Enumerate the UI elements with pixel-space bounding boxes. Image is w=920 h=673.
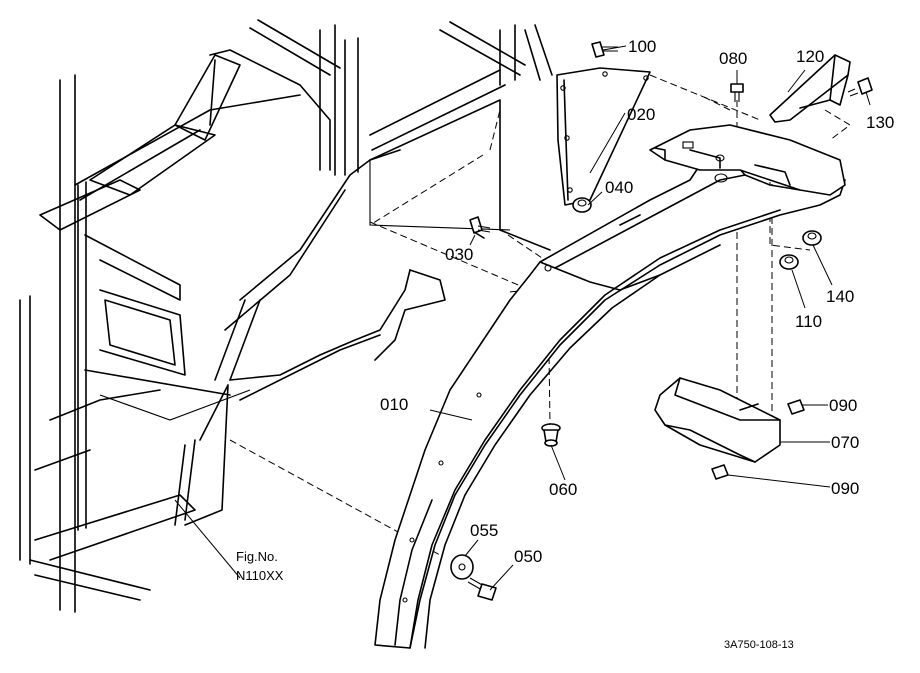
part-060-clip	[541, 423, 561, 447]
label-060: 060	[549, 480, 577, 499]
tractor-frame-background	[19, 19, 553, 613]
part-090-clip-nut-lower	[711, 464, 729, 480]
label-090-lower: 090	[831, 479, 859, 498]
part-080-bolt	[730, 83, 744, 102]
part-030-bolt	[469, 216, 491, 239]
label-120: 120	[796, 47, 824, 66]
label-020: 020	[627, 105, 655, 124]
label-010: 010	[380, 395, 408, 414]
label-070: 070	[831, 433, 859, 452]
label-040: 040	[605, 178, 633, 197]
leader-lines	[174, 45, 871, 591]
label-050: 050	[514, 547, 542, 566]
part-070-bracket	[654, 377, 781, 463]
part-labels: 100 020 040 030 080 120 130 140 110 010 …	[380, 37, 894, 566]
part-010-fender	[374, 124, 846, 649]
label-100: 100	[628, 37, 656, 56]
part-130-bolt	[847, 77, 873, 97]
part-090-clip-nut-upper	[787, 399, 805, 415]
part-050-bolt	[467, 577, 497, 601]
part-120-bracket	[769, 54, 851, 123]
label-055: 055	[470, 521, 498, 540]
label-090-upper: 090	[829, 396, 857, 415]
part-110-nut	[779, 254, 799, 270]
part-040-nut	[572, 197, 592, 213]
label-130: 130	[866, 113, 894, 132]
figure-caption: Fig.No. N110XX 3A750-108-13	[236, 549, 794, 651]
label-030: 030	[445, 245, 473, 264]
label-110: 110	[795, 312, 822, 331]
part-020-side-plate	[556, 67, 651, 206]
label-080: 080	[719, 49, 747, 68]
part-140-nut	[802, 230, 822, 246]
fig-no-value: N110XX	[236, 568, 284, 583]
drawing-reference: 3A750-108-13	[724, 639, 794, 651]
part-055-washer	[450, 554, 474, 580]
part-100-bolt	[591, 41, 618, 58]
label-140: 140	[826, 287, 854, 306]
fig-no-label: Fig.No.	[236, 549, 278, 564]
